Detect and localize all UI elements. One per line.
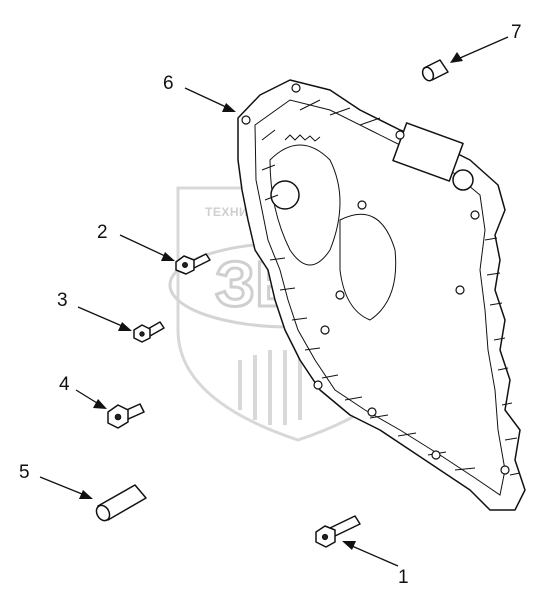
gear-opening-left xyxy=(269,144,341,266)
flange-bolt-large xyxy=(107,403,145,429)
callout-labels: 1 2 3 4 5 6 7 xyxy=(19,22,522,588)
arrow-6 xyxy=(184,87,236,112)
housing-outline xyxy=(237,79,526,511)
callout-4: 4 xyxy=(59,374,70,395)
watermark-wheat-icon xyxy=(238,350,302,425)
housing-bolt-holes xyxy=(241,83,510,475)
gear-opening-right xyxy=(339,213,397,321)
flange-bolt xyxy=(175,253,211,275)
arrow-3 xyxy=(77,306,132,331)
housing-cover-plate xyxy=(392,122,464,182)
arrow-2 xyxy=(119,234,175,261)
plug xyxy=(421,59,449,82)
leader-arrows xyxy=(39,36,509,567)
arrow-1 xyxy=(342,541,399,567)
callout-6: 6 xyxy=(163,73,174,94)
callout-7: 7 xyxy=(511,22,522,43)
flange-bolt-short xyxy=(133,321,165,343)
callout-3: 3 xyxy=(57,290,68,311)
flange-bolt-long xyxy=(315,515,361,548)
housing-ribs xyxy=(261,99,521,476)
arrow-4 xyxy=(75,389,107,409)
arrow-7 xyxy=(450,36,509,63)
arrow-5 xyxy=(39,476,93,499)
callout-5: 5 xyxy=(19,462,30,483)
dowel-pin xyxy=(95,484,147,522)
callout-1: 1 xyxy=(398,567,409,588)
gear-housing xyxy=(237,79,526,511)
housing-port xyxy=(452,169,474,191)
housing-gear-teeth xyxy=(284,134,321,142)
callout-2: 2 xyxy=(97,222,108,243)
housing-boss xyxy=(270,180,300,210)
